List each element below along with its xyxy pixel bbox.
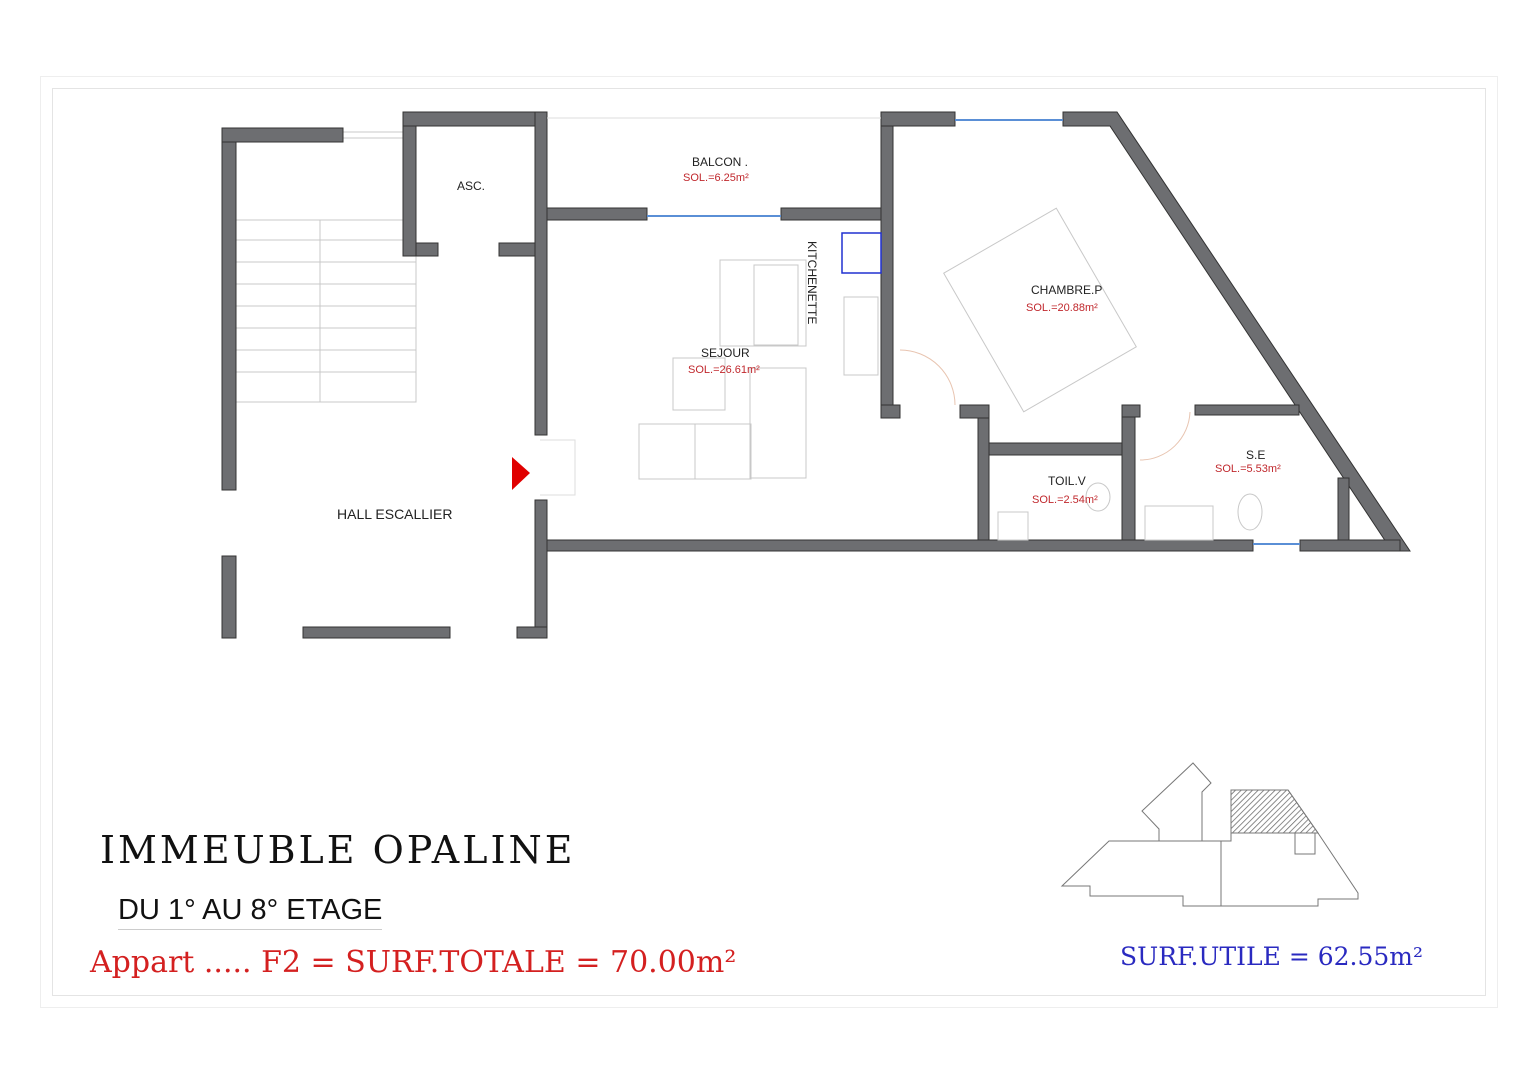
total-surface: Appart ..... F2 = SURF.TOTALE = 70.00m²	[90, 945, 737, 980]
key-plan	[1060, 762, 1359, 907]
room-area-toilette: SOL.=2.54m²	[1032, 494, 1098, 506]
room-label-asc: ASC.	[457, 179, 485, 193]
usable-surface: SURF.UTILE = 62.55m²	[1120, 942, 1424, 971]
room-label-balcon: BALCON .	[692, 155, 748, 169]
staircase	[235, 131, 417, 403]
room-area-sejour: SOL.=26.61m²	[688, 364, 760, 376]
building-name: IMMEUBLE OPALINE	[100, 828, 576, 872]
room-label-salle-eau: S.E	[1246, 448, 1265, 462]
walls	[221, 111, 1411, 639]
room-label-toilette: TOIL.V	[1048, 474, 1086, 488]
inner-frame	[52, 88, 1486, 996]
room-label-kitchenette: KITCHENETTE	[805, 241, 819, 324]
stove	[841, 232, 882, 274]
windows	[547, 117, 1300, 545]
room-area-chambre: SOL.=20.88m²	[1026, 302, 1098, 314]
entry-marker-icon	[512, 457, 530, 490]
room-area-balcon: SOL.=6.25m²	[683, 172, 749, 184]
room-area-salle-eau: SOL.=5.53m²	[1215, 463, 1281, 475]
key-plan-highlight	[1230, 789, 1319, 834]
furniture	[540, 207, 1263, 541]
floors-range: DU 1° AU 8° ETAGE	[118, 894, 383, 930]
room-label-sejour: SEJOUR	[701, 346, 750, 360]
outer-frame	[40, 76, 1498, 1008]
room-label-hall: HALL ESCALLIER	[337, 506, 452, 522]
room-label-chambre: CHAMBRE.P	[1031, 283, 1102, 297]
